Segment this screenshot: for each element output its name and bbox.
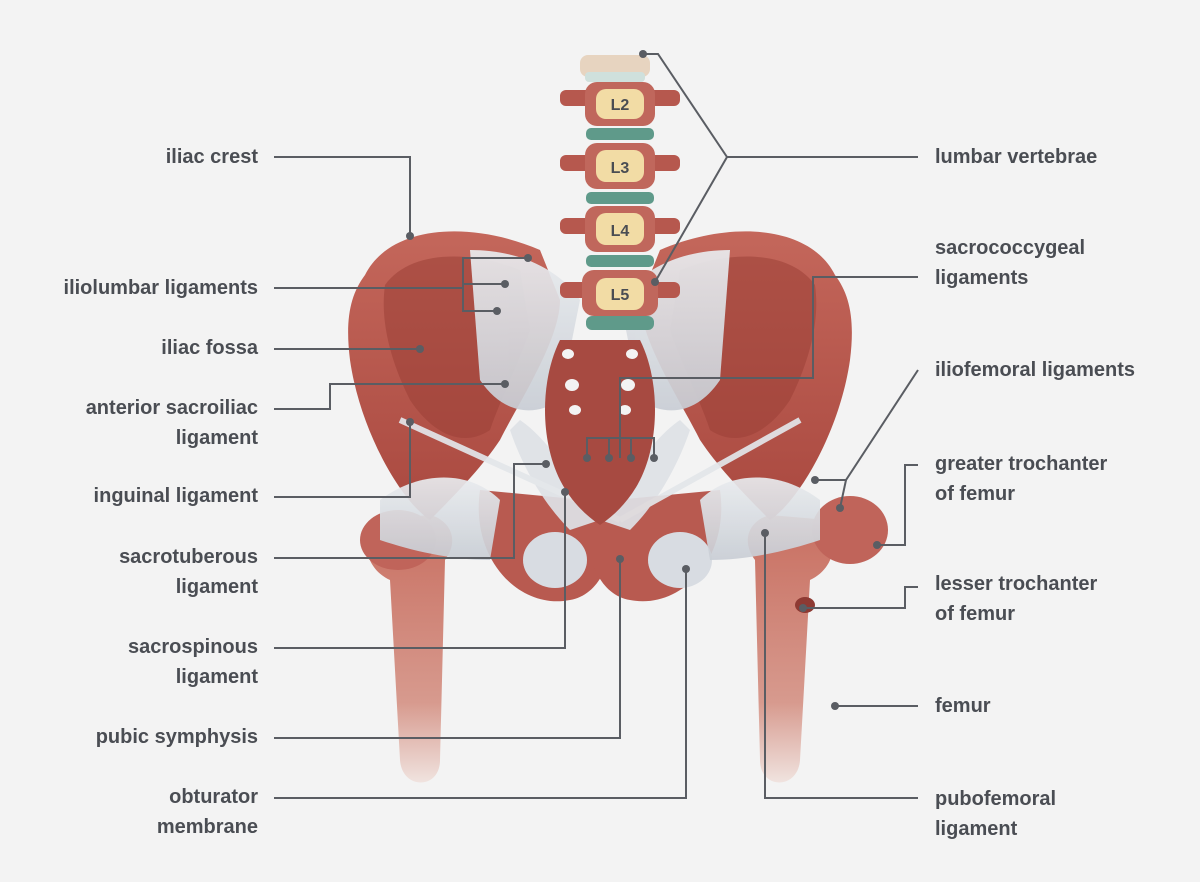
label-inguinal-ligament: inguinal ligament bbox=[93, 485, 258, 507]
leader-sacrotuberous bbox=[274, 463, 546, 559]
leader-greater-trochanter bbox=[877, 464, 918, 546]
label-sacrococcygeal-ligaments: sacrococcygeal ligaments bbox=[935, 237, 1086, 289]
label-iliac-fossa: iliac fossa bbox=[161, 337, 258, 359]
vertebra-l3 bbox=[560, 143, 680, 189]
sacrum bbox=[545, 340, 655, 525]
label-pubofemoral-ligament: pubofemoral ligament bbox=[935, 788, 1057, 840]
leader-sacrospinous bbox=[274, 492, 566, 649]
leader-pubofemoral bbox=[764, 533, 918, 799]
label-greater-trochanter: greater trochanter of femur bbox=[935, 453, 1108, 505]
label-iliofemoral-ligaments: iliofemoral ligaments bbox=[935, 359, 1136, 381]
label-femur: femur bbox=[935, 695, 991, 717]
vertebra-l3-label: L3 bbox=[611, 160, 630, 177]
vertebra-l2-label: L2 bbox=[611, 97, 630, 114]
leader-dots bbox=[406, 50, 881, 710]
label-iliolumbar-ligaments: iliolumbar ligaments bbox=[63, 277, 258, 299]
vertebra-l5 bbox=[560, 270, 680, 316]
vertebra-l4-label: L4 bbox=[611, 223, 630, 240]
vertebra-l5-label: L5 bbox=[611, 287, 630, 304]
leader-sacrococcygeal bbox=[619, 276, 918, 458]
vertebra-l4 bbox=[560, 206, 680, 252]
label-lesser-trochanter: lesser trochanter of femur bbox=[935, 573, 1098, 625]
label-sacrospinous-ligament: sacrospinous ligament bbox=[127, 636, 258, 688]
label-lumbar-vertebrae: lumbar vertebrae bbox=[935, 146, 1098, 168]
leader-obturator bbox=[274, 569, 687, 799]
leader-lesser-trochanter bbox=[803, 586, 918, 609]
label-iliac-crest: iliac crest bbox=[165, 146, 258, 168]
leader-lines bbox=[274, 53, 919, 799]
label-anterior-sacroiliac-ligament: anterior sacroiliac ligament bbox=[85, 397, 258, 449]
label-pubic-symphysis: pubic symphysis bbox=[95, 726, 258, 748]
label-sacrotuberous-ligament: sacrotuberous ligament bbox=[119, 546, 258, 598]
vertebra-l2 bbox=[560, 82, 680, 126]
label-obturator-membrane: obturator membrane bbox=[156, 786, 258, 838]
leader-anterior-sacroiliac bbox=[274, 383, 505, 410]
lumbar-spine: L2 L3 L4 L5 bbox=[560, 55, 680, 330]
leader-inguinal bbox=[274, 422, 411, 498]
leader-pubic-symphysis bbox=[274, 559, 621, 739]
leader-iliac-crest bbox=[274, 156, 411, 236]
